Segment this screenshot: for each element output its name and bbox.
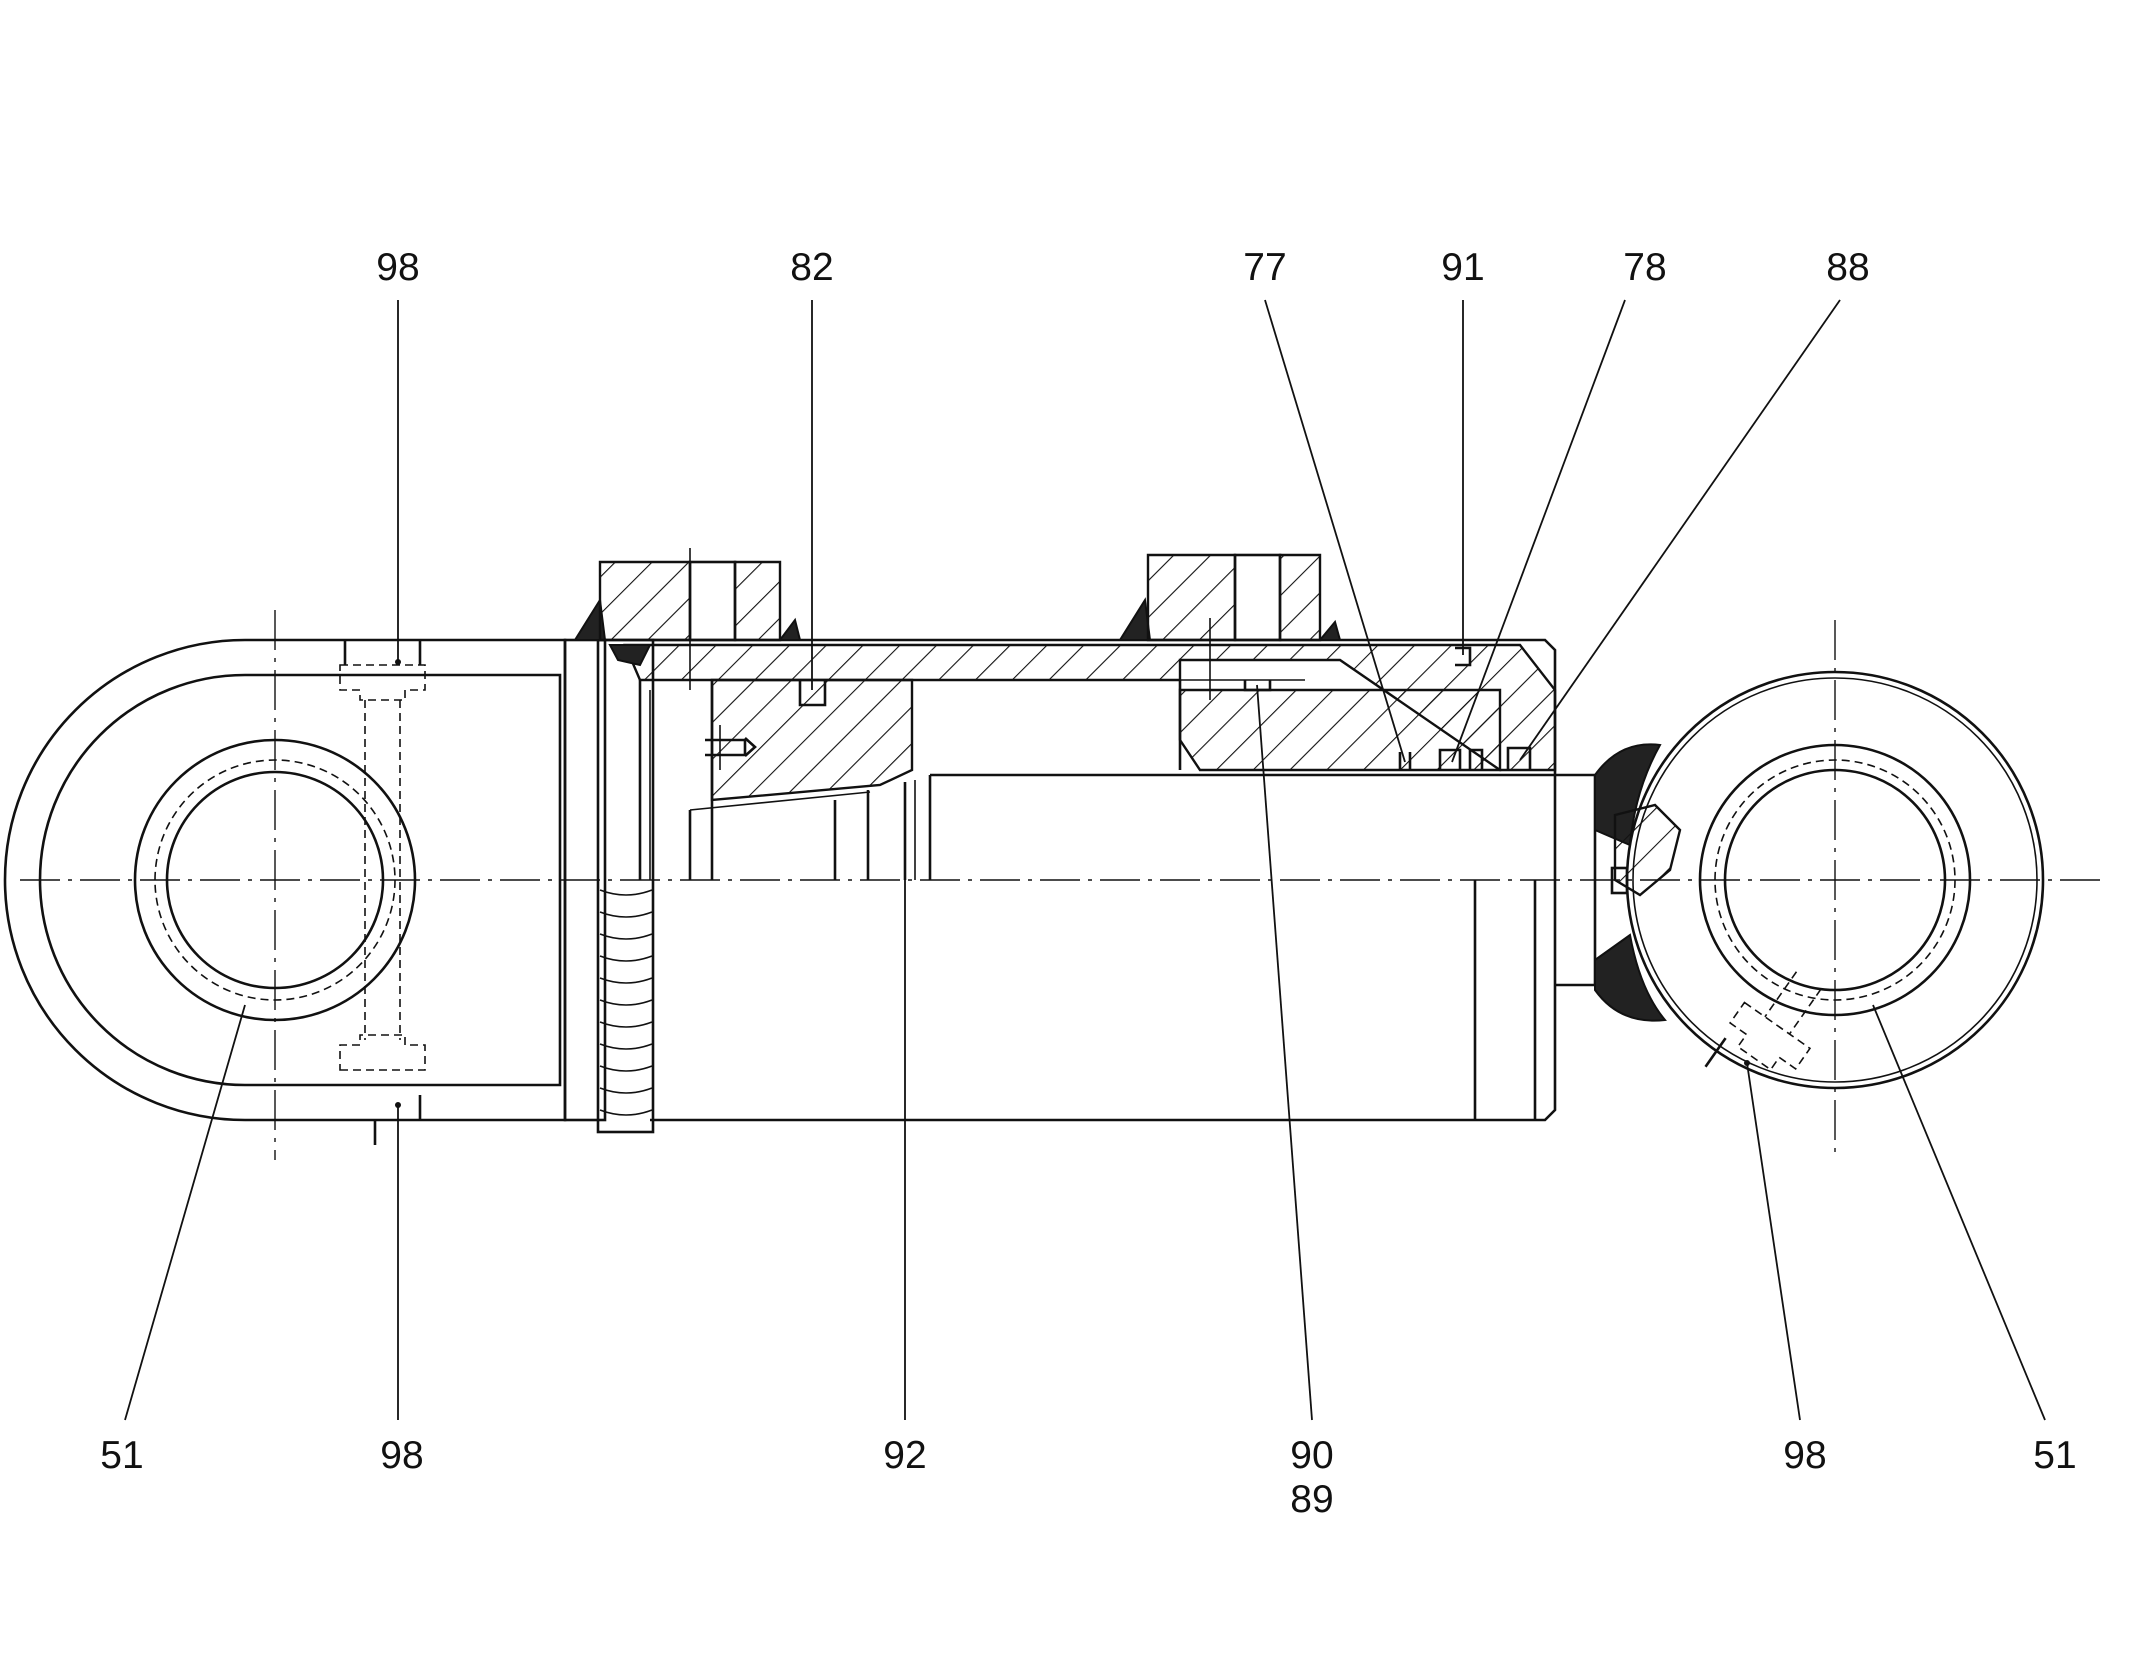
- callout-77: 77: [1243, 246, 1286, 289]
- rod-end-weld: [1594, 743, 1682, 1022]
- callout-88: 88: [1826, 246, 1869, 289]
- callout-91: 91: [1441, 246, 1484, 289]
- callout-98-top: 98: [376, 246, 419, 289]
- callout-92: 92: [883, 1434, 926, 1477]
- leader-lines: [124, 299, 2046, 1421]
- right-rod-eye: [1625, 620, 2045, 1160]
- callout-78: 78: [1623, 246, 1666, 289]
- piston: [688, 678, 914, 880]
- thread-segments: [599, 889, 653, 1116]
- callout-90: 90: [1290, 1434, 1333, 1477]
- callout-51-right: 51: [2033, 1434, 2076, 1477]
- callout-89: 89: [1290, 1478, 1333, 1521]
- callout-51-left: 51: [100, 1434, 143, 1477]
- left-rod-eye: [3, 610, 567, 1160]
- port-left: [598, 548, 782, 690]
- port-right: [1146, 553, 1322, 700]
- callout-98-bottom-right: 98: [1783, 1434, 1826, 1477]
- callout-98-bottom-left: 98: [380, 1434, 423, 1477]
- rod-gland: [1178, 646, 1532, 772]
- callout-82: 82: [790, 246, 833, 289]
